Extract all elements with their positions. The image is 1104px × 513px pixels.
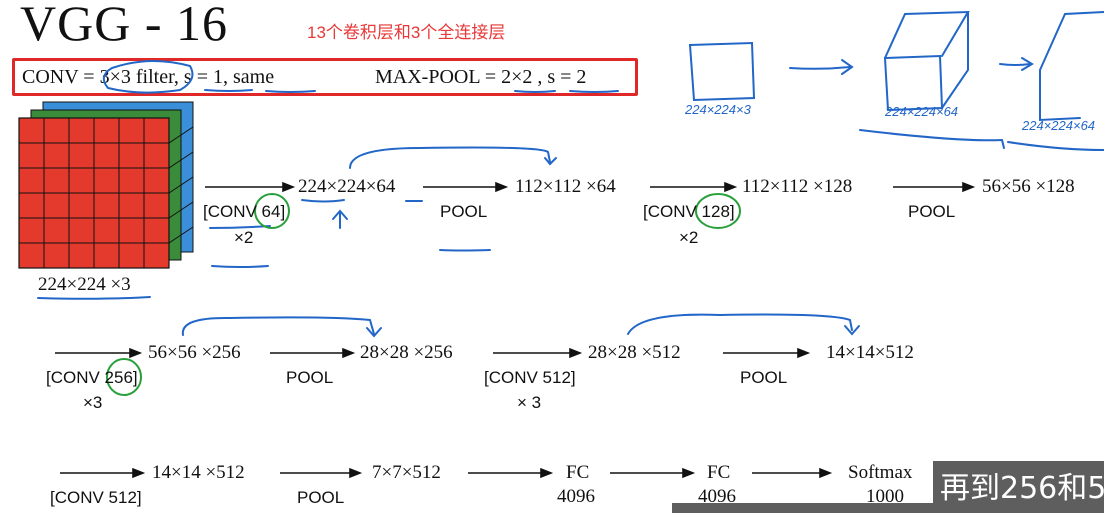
row1-arrows	[205, 181, 976, 193]
row2-op-1-times: ×3	[83, 393, 103, 412]
row3-dim-1: 14×14 ×512	[152, 462, 245, 483]
row1-op-3-times: ×2	[679, 228, 699, 247]
row1-op-1-times: ×2	[234, 228, 254, 247]
handwritten-note-2: 224×224×64	[885, 104, 959, 119]
row2-dim-4: 14×14×512	[826, 342, 914, 363]
row3-fc1: FC	[566, 462, 590, 483]
row1-dim-3: 112×112 ×128	[742, 176, 853, 197]
page-title: VGG - 16	[20, 0, 228, 51]
row3-fc1-units: 4096	[557, 486, 595, 507]
row2-dim-1: 56×56 ×256	[148, 342, 241, 363]
video-caption-box	[933, 461, 1104, 503]
input-red-channel	[18, 117, 194, 269]
row3-arrows	[60, 467, 833, 479]
video-caption-text: 再到256和5	[940, 471, 1104, 506]
handwritten-note-3: 224×224×64	[1022, 118, 1096, 133]
subtitle-annotation: 13个卷积层和3个全连接层	[307, 23, 506, 42]
row1-op-2: POOL	[440, 202, 488, 221]
row2-arrows	[55, 347, 811, 359]
conv-hyperparams: CONV = 3×3 filter, s = 1, same	[22, 66, 275, 88]
row3-softmax-units: 1000	[866, 486, 904, 507]
row1-dim-1: 224×224×64	[298, 176, 396, 197]
row2-op-4: POOL	[740, 368, 788, 387]
pen-annotations-blue	[37, 10, 1104, 338]
hyperparam-highlight-box	[12, 58, 638, 96]
row3-fc2: FC	[707, 462, 731, 483]
video-caption-bar	[672, 503, 1104, 513]
row3-softmax: Softmax	[848, 462, 913, 483]
row2-op-3-times: × 3	[517, 393, 542, 412]
row2-dim-2: 28×28 ×256	[360, 342, 453, 363]
row2-op-2: POOL	[286, 368, 334, 387]
row1-dim-2: 112×112 ×64	[515, 176, 616, 197]
handwritten-note-1: 224×224×3	[685, 102, 751, 117]
row1-dim-4: 56×56 ×128	[982, 176, 1075, 197]
pool-hyperparams: MAX-POOL = 2×2 , s = 2	[375, 66, 587, 88]
row1-op-1: [CONV 64]	[203, 202, 286, 221]
row2-dim-3: 28×28 ×512	[588, 342, 681, 363]
row3-fc2-units: 4096	[698, 486, 736, 507]
row2-op-1: [CONV 256]	[46, 368, 138, 387]
row2-op-3: [CONV 512]	[484, 368, 576, 387]
input-dims: 224×224 ×3	[38, 274, 131, 295]
row3-op-1: [CONV 512]	[50, 488, 142, 507]
row3-dim-2: 7×7×512	[372, 462, 441, 483]
row1-op-4: POOL	[908, 202, 956, 221]
row1-op-3: [CONV 128]	[643, 202, 735, 221]
row3-op-2: POOL	[297, 488, 345, 507]
pen-annotations-green	[106, 193, 741, 396]
